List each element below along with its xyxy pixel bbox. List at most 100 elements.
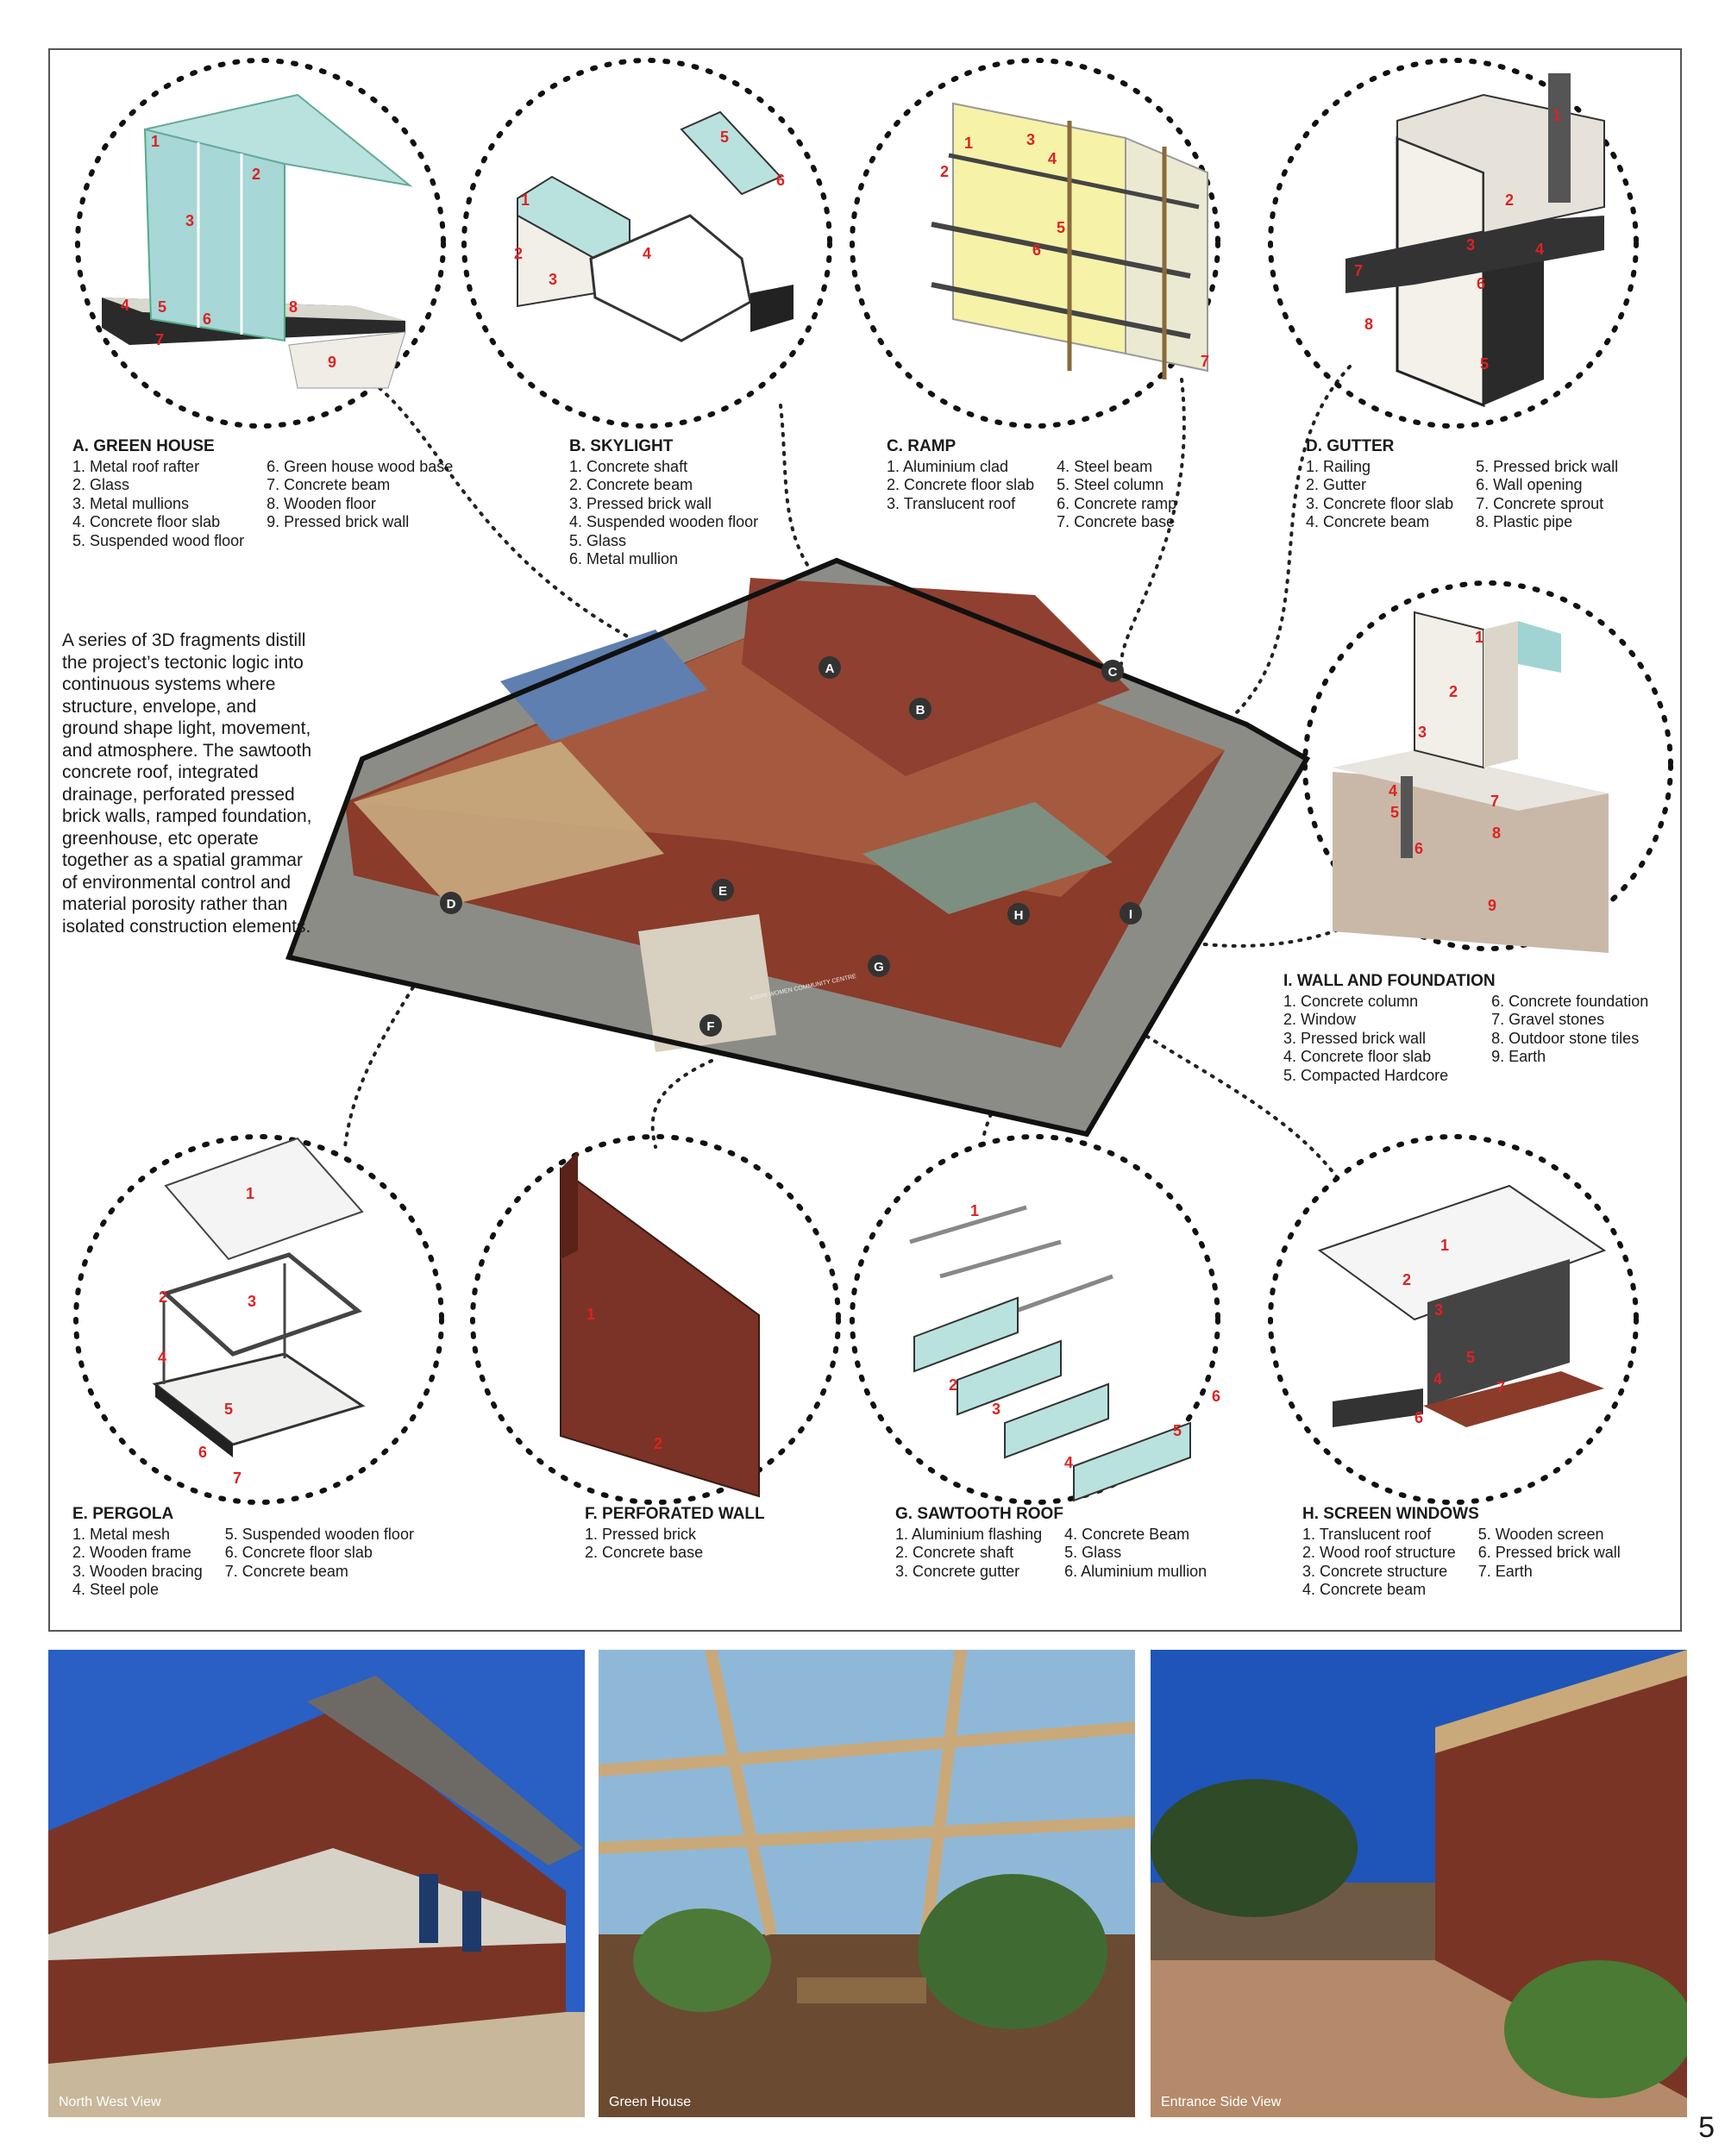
svg-text:3: 3 — [185, 212, 194, 229]
svg-text:6: 6 — [1032, 241, 1041, 259]
legend-item: 4. Steel pole — [72, 1581, 160, 1598]
svg-text:6: 6 — [203, 310, 211, 328]
svg-text:2: 2 — [159, 1288, 167, 1306]
svg-text:5: 5 — [1466, 1349, 1475, 1366]
legend-title: D. GUTTER — [1306, 437, 1395, 455]
building-tag-f: F — [699, 1014, 722, 1037]
svg-text:8: 8 — [1364, 316, 1373, 333]
svg-text:7: 7 — [1490, 793, 1499, 810]
svg-text:2: 2 — [949, 1376, 957, 1394]
building-tag-a: A — [819, 656, 841, 679]
legend-item: 3. Pressed brick wall — [569, 494, 712, 512]
svg-text:3: 3 — [1434, 1301, 1443, 1319]
legend-item: 2. Wooden frame — [72, 1544, 191, 1561]
svg-text:3: 3 — [248, 1293, 256, 1310]
legend-list: 1. Concrete shaft 2. Concrete beam 3. Pr… — [569, 458, 758, 569]
svg-text:5: 5 — [224, 1401, 233, 1418]
page-number: 5 — [1698, 2111, 1715, 2144]
building-tag-c: C — [1101, 660, 1124, 682]
legend-item: 5. Glass — [569, 531, 627, 549]
svg-text:4: 4 — [158, 1349, 166, 1366]
svg-text:1: 1 — [1440, 1237, 1449, 1254]
legend-list: 4. Concrete Beam 5. Glass 6. Aluminium m… — [1064, 1526, 1207, 1582]
svg-text:2: 2 — [1449, 683, 1458, 700]
legend-list: 5. Wooden screen 6. Pressed brick wall 7… — [1478, 1526, 1621, 1600]
svg-text:1: 1 — [1475, 629, 1484, 646]
svg-text:9: 9 — [1488, 897, 1496, 914]
legend-item: 7. Concrete beam — [224, 1562, 348, 1580]
legend-item: 6. Wall opening — [1476, 476, 1583, 493]
svg-text:7: 7 — [155, 331, 164, 348]
legend-item: 6. Concrete floor slab — [224, 1544, 373, 1561]
legend-item: 6. Concrete ramp — [1057, 494, 1177, 512]
svg-text:4: 4 — [1535, 241, 1544, 258]
detail-perforated-wall: 12 — [560, 1151, 760, 1498]
legend-list: 4. Steel beam 5. Steel column 6. Concret… — [1057, 458, 1176, 532]
svg-text:3: 3 — [1418, 724, 1427, 741]
svg-text:4: 4 — [1433, 1370, 1442, 1388]
legend-item: 4. Concrete floor slab — [1283, 1048, 1432, 1065]
legend-title: C. RAMP — [887, 437, 957, 455]
svg-text:3: 3 — [1026, 131, 1035, 148]
building-tag-g: G — [868, 955, 890, 977]
svg-text:8: 8 — [289, 298, 298, 316]
svg-text:B: B — [916, 703, 925, 718]
legend-list: 6. Green house wood base 7. Concrete bea… — [267, 458, 453, 551]
svg-text:7: 7 — [1354, 262, 1363, 279]
svg-text:8: 8 — [1492, 824, 1501, 842]
svg-text:2: 2 — [252, 166, 260, 183]
svg-text:5: 5 — [1057, 219, 1065, 236]
building-tag-i: I — [1120, 902, 1142, 924]
svg-text:4: 4 — [643, 245, 651, 262]
legend-item: 3. Concrete floor slab — [1306, 494, 1454, 512]
legend-item: 2. Concrete floor slab — [887, 476, 1035, 493]
svg-text:6: 6 — [1477, 275, 1485, 292]
svg-text:1: 1 — [586, 1306, 595, 1323]
svg-text:6: 6 — [1414, 840, 1423, 857]
legend-item: 4. Suspended wooden floor — [569, 513, 759, 530]
legend-item: 1. Metal roof rafter — [72, 457, 200, 475]
svg-text:6: 6 — [1212, 1388, 1220, 1405]
legend-item: 5. Compacted Hardcore — [1283, 1066, 1449, 1084]
legend-item: 4. Concrete Beam — [1064, 1525, 1190, 1543]
legend-item: 6. Metal mullion — [569, 550, 679, 567]
legend-item: 2. Concrete base — [585, 1544, 704, 1561]
legend-item: 6. Pressed brick wall — [1477, 1544, 1621, 1561]
legend-item: 6. Concrete foundation — [1491, 992, 1649, 1010]
svg-text:9: 9 — [328, 354, 336, 371]
svg-text:F: F — [706, 1019, 714, 1034]
legend-item: 4. Concrete floor slab — [72, 513, 221, 530]
legend-item: 7. Concrete sprout — [1476, 494, 1604, 512]
legend-item: 8. Outdoor stone tiles — [1491, 1029, 1640, 1047]
legend-item: 1. Metal mesh — [72, 1525, 171, 1543]
legend-item: 1. Aluminium clad — [887, 457, 1009, 475]
legend-title: E. PERGOLA — [72, 1505, 174, 1523]
legend-item: 2. Gutter — [1306, 476, 1367, 493]
photo-caption: Green House — [609, 2095, 692, 2109]
legend-item: 1. Translucent roof — [1302, 1525, 1432, 1543]
detail-pergola: 12 34 56 7 — [152, 1137, 366, 1487]
legend-item: 7. Earth — [1477, 1562, 1533, 1580]
detail-green-house: 12 34 56 78 9 — [102, 93, 413, 389]
legend-item: 2. Window — [1283, 1011, 1357, 1028]
legend-item: 3. Concrete gutter — [895, 1562, 1020, 1580]
legend-item: 2. Glass — [72, 476, 130, 493]
legend-title: G. SAWTOOTH ROOF — [895, 1505, 1063, 1523]
svg-text:5: 5 — [1480, 355, 1489, 373]
photo-caption: North West View — [59, 2095, 161, 2109]
legend-item: 7. Gravel stones — [1491, 1011, 1605, 1028]
svg-text:1: 1 — [964, 135, 973, 152]
svg-text:4: 4 — [1064, 1454, 1073, 1471]
legend-item: 1. Railing — [1306, 457, 1371, 475]
legend-title: F. PERFORATED WALL — [585, 1505, 765, 1523]
legend-title: B. SKYLIGHT — [569, 437, 674, 455]
legend-item: 8. Wooden floor — [267, 494, 376, 512]
legend-list: 1. Metal mesh 2. Wooden frame 3. Wooden … — [72, 1526, 203, 1600]
svg-text:3: 3 — [549, 271, 557, 288]
legend-list: 6. Concrete foundation 7. Gravel stones … — [1491, 993, 1648, 1086]
svg-text:H: H — [1014, 908, 1024, 923]
legend-item: 5. Glass — [1064, 1544, 1122, 1561]
svg-text:1: 1 — [1552, 107, 1561, 124]
legend-screen-windows: H. SCREEN WINDOWS 1. Translucent roof 2.… — [1302, 1505, 1621, 1600]
legend-item: 4. Concrete beam — [1302, 1581, 1427, 1598]
